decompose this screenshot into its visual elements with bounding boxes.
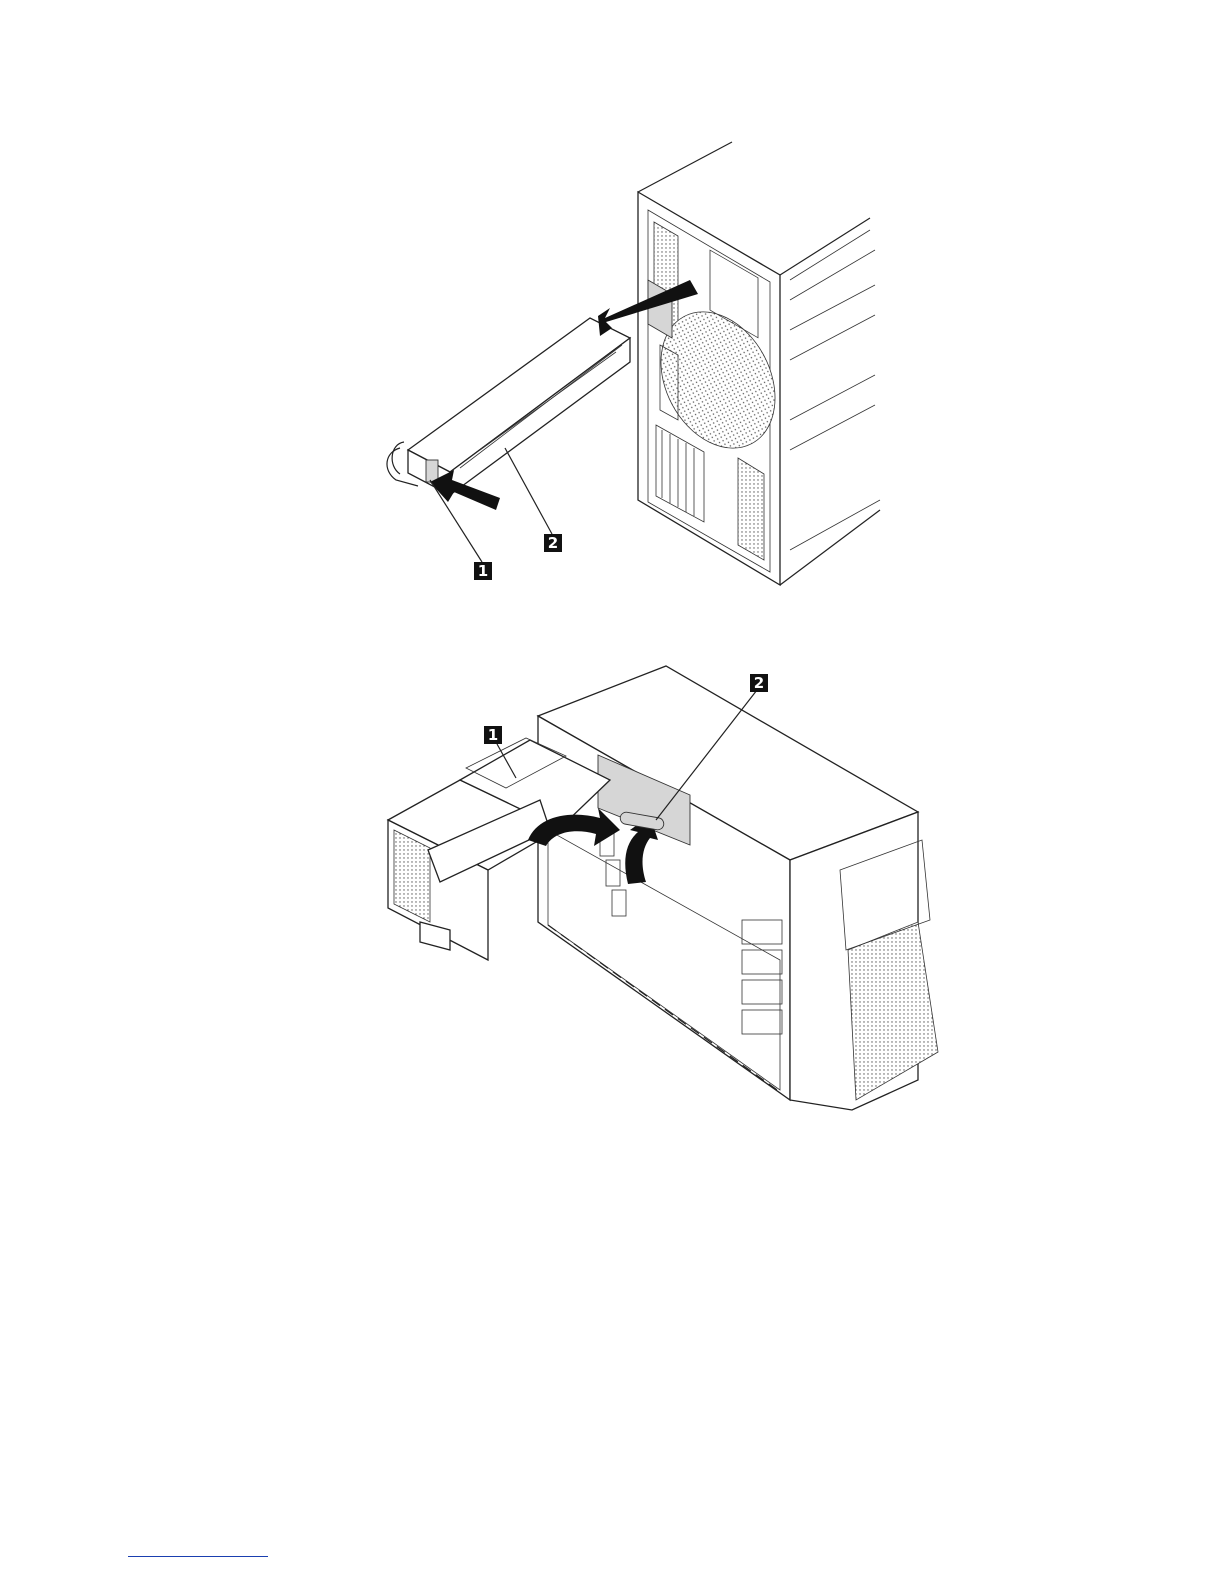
callout-1: 1 bbox=[474, 562, 492, 580]
callout-1: 1 bbox=[484, 726, 502, 744]
callout-2-label: 2 bbox=[548, 534, 558, 552]
server-chassis-rear bbox=[638, 142, 880, 585]
power-supply-cage-illustration: 1 2 bbox=[370, 660, 960, 1120]
figure-power-supply-removal: 1 2 bbox=[360, 130, 900, 590]
power-supply-removal-illustration: 1 2 bbox=[360, 130, 900, 590]
figure-power-supply-cage-pivot: 1 2 bbox=[370, 660, 960, 1120]
power-supply-unit bbox=[387, 318, 630, 495]
callout-2: 2 bbox=[750, 674, 768, 692]
callout-1-label: 1 bbox=[478, 562, 488, 580]
footer-rule bbox=[128, 1556, 268, 1557]
callout-1-label: 1 bbox=[488, 726, 498, 744]
callout-2-label: 2 bbox=[754, 674, 764, 692]
callout-2: 2 bbox=[544, 534, 562, 552]
server-chassis-side bbox=[538, 666, 938, 1110]
